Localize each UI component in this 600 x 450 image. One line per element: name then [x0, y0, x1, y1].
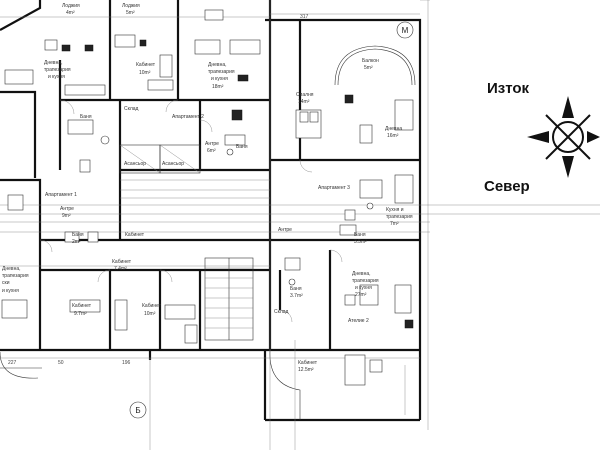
- room-label: Дневна,: [352, 271, 371, 277]
- room-area: 5m²: [364, 65, 373, 71]
- room-label: трапезария: [386, 214, 413, 220]
- room-label: Дневна,: [208, 62, 227, 68]
- dimension-labels: 227 50 196 317: [8, 14, 309, 366]
- room-label: Баня: [72, 232, 84, 238]
- room-label: и кухня: [211, 76, 228, 82]
- axis-label-b: Б: [135, 406, 140, 415]
- dimension-label: 50: [58, 360, 64, 366]
- dimension-label: 196: [122, 360, 131, 366]
- room-label: Дневна: [385, 126, 402, 132]
- room-area: 2m²: [72, 239, 81, 245]
- room-labels: Лоджия 4m² Лоджия 5m² Дневна, трапезария…: [2, 3, 413, 373]
- room-label: ски: [2, 280, 10, 286]
- room-label: и кухня: [355, 285, 372, 291]
- room-area: 12.5m²: [298, 367, 314, 373]
- east-label: Изток: [487, 80, 530, 97]
- outer-walls: [0, 0, 422, 422]
- room-area: 18m²: [212, 84, 224, 90]
- room-area: 5m²: [126, 10, 135, 16]
- room-area: 14m²: [298, 99, 310, 105]
- room-label: Кухня и: [386, 207, 404, 213]
- north-label: Север: [484, 178, 530, 195]
- room-label: Баня: [80, 114, 92, 120]
- room-label: Апартамент 3: [318, 185, 350, 191]
- room-area: 4m²: [66, 10, 75, 16]
- room-label: Баня: [236, 144, 248, 150]
- room-label: Склад: [124, 106, 139, 112]
- room-label: и кухня: [2, 288, 19, 294]
- room-label: Антре: [60, 206, 74, 212]
- room-label: трапезария: [352, 278, 379, 284]
- dimension-label: 317: [300, 14, 309, 20]
- dimension-label: 227: [8, 360, 17, 366]
- room-label: Апартамент 2: [172, 114, 204, 120]
- room-label: Асансьор: [124, 161, 146, 167]
- room-label: Дневна,: [2, 266, 21, 272]
- room-label: трапезария: [2, 273, 29, 279]
- elevators: [119, 144, 201, 174]
- room-label: Апартамент 1: [45, 192, 77, 198]
- room-label: Кабинет: [72, 303, 92, 309]
- door-swings: [39, 99, 343, 323]
- room-area: 16m²: [387, 133, 399, 139]
- room-label: Спалня: [296, 92, 314, 98]
- room-label: Дневна,: [44, 60, 63, 66]
- room-area: 3.7m²: [290, 293, 303, 299]
- staircase: [120, 179, 270, 341]
- room-area: 7m²: [390, 221, 399, 227]
- room-area: 3.5m²: [354, 239, 367, 245]
- axis-marker-b: Б: [129, 401, 147, 419]
- room-label: Кабинет: [136, 62, 156, 68]
- room-label: Лоджия: [62, 3, 80, 9]
- room-area: 10m²: [144, 311, 156, 317]
- room-label: Балкон: [362, 58, 379, 64]
- room-label: Лоджия: [122, 3, 140, 9]
- room-area: 10m²: [139, 70, 151, 76]
- room-label: Баня: [290, 286, 302, 292]
- furniture: [1, 9, 414, 386]
- axis-marker-m: М: [396, 21, 414, 39]
- room-label: Баня: [354, 232, 366, 238]
- room-label: Кабинет: [125, 232, 145, 238]
- orientation-indicator: Изток Север: [484, 80, 600, 195]
- room-label: Склад: [274, 309, 289, 315]
- room-label: трапезария: [44, 67, 71, 73]
- room-area: 9.7m²: [74, 311, 87, 317]
- room-area: 7.4m²: [114, 266, 127, 272]
- room-label: Антре: [278, 227, 292, 233]
- room-area: 27m²: [355, 292, 367, 298]
- axis-label-m: М: [402, 26, 409, 35]
- room-label: и кухня: [48, 74, 65, 80]
- room-label: Асансьор: [162, 161, 184, 167]
- room-label: трапезария: [208, 69, 235, 75]
- room-label: Кабинет: [142, 303, 162, 309]
- compass-icon: [527, 96, 600, 178]
- room-label: Антре: [205, 141, 219, 147]
- room-label: Кабинет: [298, 360, 318, 366]
- room-label: Ателие 2: [348, 318, 369, 324]
- room-area: 6m²: [207, 148, 216, 154]
- room-area: 9m²: [62, 213, 71, 219]
- room-label: Кабинет: [112, 259, 132, 265]
